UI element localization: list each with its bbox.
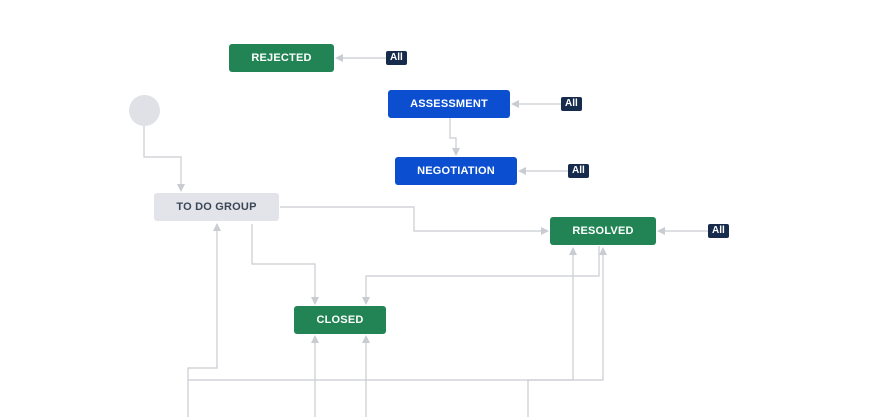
edge-start-to-todo xyxy=(143,126,185,192)
status-negotiation-label: NEGOTIATION xyxy=(417,165,495,177)
status-todo-group-label: TO DO GROUP xyxy=(176,201,257,213)
status-rejected-label: REJECTED xyxy=(251,52,312,64)
start-node[interactable] xyxy=(129,95,160,126)
status-resolved-label: RESOLVED xyxy=(572,225,634,237)
global-transition-badge-rejected[interactable]: All xyxy=(386,51,407,65)
global-transition-badge-assessment[interactable]: All xyxy=(561,97,582,111)
status-closed[interactable]: CLOSED xyxy=(294,306,386,334)
status-rejected[interactable]: REJECTED xyxy=(229,44,334,72)
edge-loop-to-resolved xyxy=(527,247,607,417)
edge-closed-to-resolved xyxy=(187,247,577,417)
edge-todo-to-closed xyxy=(251,224,319,305)
edge-assessment-to-negotiation xyxy=(449,118,460,156)
status-assessment-label: ASSESSMENT xyxy=(410,98,488,110)
status-closed-label: CLOSED xyxy=(316,314,364,326)
status-todo-group[interactable]: TO DO GROUP xyxy=(154,193,279,221)
edge-resolved-to-closed xyxy=(362,246,600,305)
edge-todo-to-resolved xyxy=(280,206,549,235)
status-assessment[interactable]: ASSESSMENT xyxy=(388,90,510,118)
status-negotiation[interactable]: NEGOTIATION xyxy=(395,157,517,185)
status-resolved[interactable]: RESOLVED xyxy=(550,217,656,245)
global-transition-badge-resolved[interactable]: All xyxy=(708,224,729,238)
edge-bottom-to-todo xyxy=(187,223,221,380)
global-transition-badge-negotiation[interactable]: All xyxy=(568,164,589,178)
